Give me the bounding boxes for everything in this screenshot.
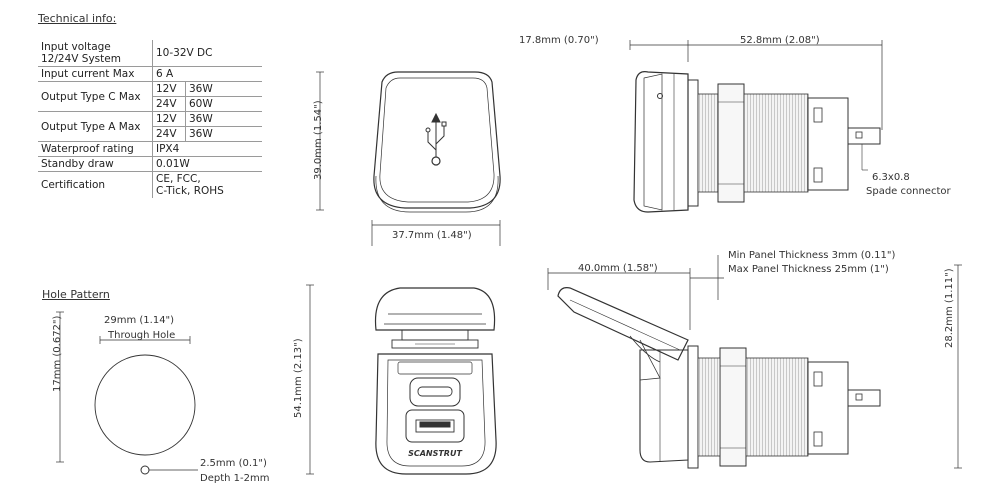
side-open-view xyxy=(547,255,962,469)
small-hole-label: 2.5mm (0.1") xyxy=(200,458,267,469)
spec-label: Certification xyxy=(38,171,153,198)
spec-value: IPX4 xyxy=(152,141,262,157)
spec-value: 0.01W xyxy=(152,156,262,172)
spec-label: Output Type C Max xyxy=(38,81,153,112)
technical-info-title: Technical info: xyxy=(38,12,117,25)
spec-voltage: 12V xyxy=(152,81,186,97)
spec-power: 36W xyxy=(185,111,262,127)
spec-power: 36W xyxy=(185,81,262,97)
connector-type-label: Spade connector xyxy=(866,186,951,197)
spec-power: 36W xyxy=(185,126,262,142)
front-open-view: SCANSTRUT xyxy=(306,284,497,475)
hole-pattern-title: Hole Pattern xyxy=(42,288,110,301)
side-closed-right-dim: 52.8mm (2.08") xyxy=(740,35,820,46)
spec-value: 10-32V DC xyxy=(152,40,262,67)
spec-label: Standby draw xyxy=(38,156,153,172)
connector-size-label: 6.3x0.8 xyxy=(872,172,910,183)
hole-depth-label: Depth 1-2mm xyxy=(200,473,270,484)
front-closed-view xyxy=(316,71,501,246)
through-hole-label: Through Hole xyxy=(108,330,176,341)
spec-power: 60W xyxy=(185,96,262,112)
spec-voltage: 24V xyxy=(152,96,186,112)
spec-label: Waterproof rating xyxy=(38,141,153,157)
spec-value: CE, FCC,C-Tick, ROHS xyxy=(156,173,224,197)
spec-label: Input current Max xyxy=(38,66,153,82)
spec-value: 6 A xyxy=(152,66,262,82)
side-open-left-dim: 40.0mm (1.58") xyxy=(578,263,658,274)
usb-icon xyxy=(425,112,447,166)
brand-logo: SCANSTRUT xyxy=(408,449,462,458)
side-closed-view xyxy=(629,40,883,213)
spec-voltage: 24V xyxy=(152,126,186,142)
hole-pattern-drawing xyxy=(56,311,198,475)
panel-max-label: Max Panel Thickness 25mm (1") xyxy=(728,264,889,275)
panel-min-label: Min Panel Thickness 3mm (0.11") xyxy=(728,250,896,261)
hole-diameter-label: 29mm (1.14") xyxy=(104,315,175,326)
front-closed-width-label: 37.7mm (1.48") xyxy=(392,230,472,241)
side-closed-left-dim: 17.8mm (0.70") xyxy=(519,35,599,46)
spec-voltage: 12V xyxy=(152,111,186,127)
spec-label: Output Type A Max xyxy=(38,111,153,142)
